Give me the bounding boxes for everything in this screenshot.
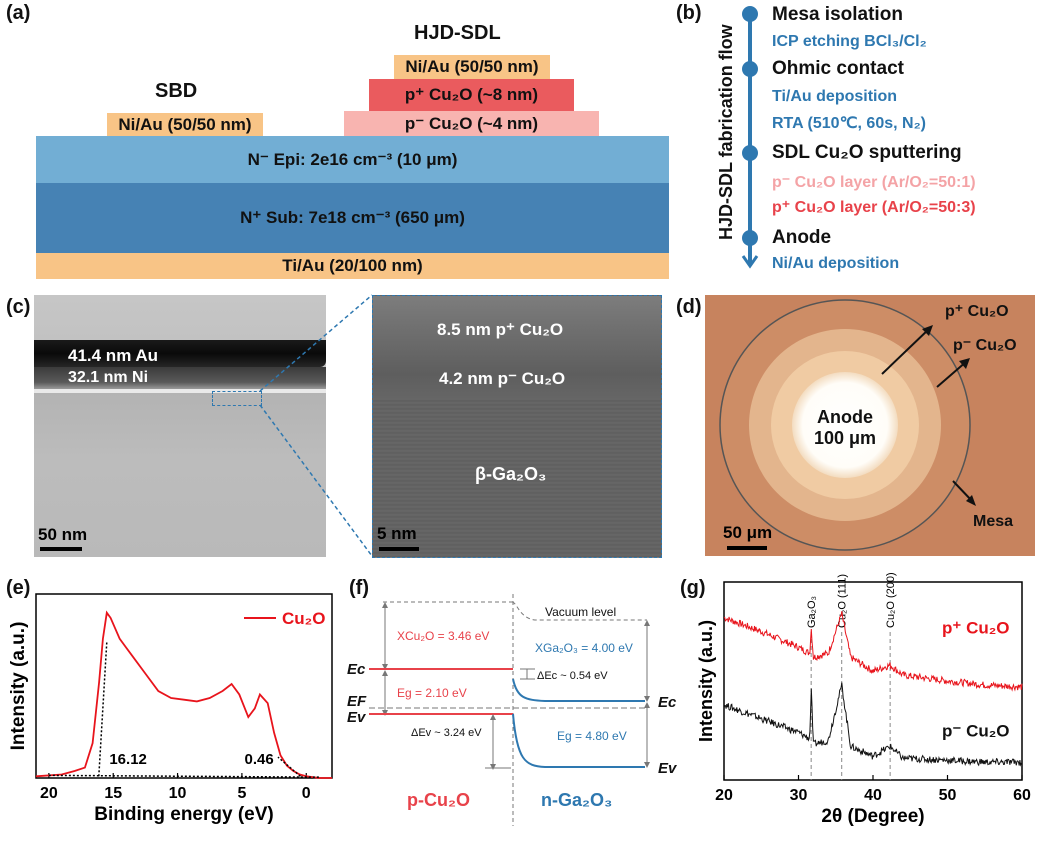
micro-anode-size: 100 μm bbox=[813, 428, 877, 448]
xps-annotation-046: 0.46 bbox=[244, 751, 273, 768]
tem-scale-bar-1 bbox=[40, 547, 82, 551]
xps-y-axis-label: Intensity (a.u.) bbox=[8, 622, 29, 751]
xrd-x-tick-label: 20 bbox=[715, 787, 733, 804]
xrd-chart: 20 30 40 50 60 2θ (Degree) Intensity (a.u.) Ga₂… bbox=[696, 572, 1031, 827]
xrd-x-axis-label: 2θ (Degree) bbox=[821, 806, 924, 827]
xrd-peak-label: Cu₂O (111) bbox=[837, 574, 849, 628]
band-chi-cu2o: XCu₂O = 3.46 eV bbox=[397, 629, 489, 643]
band-Ef-left: EF bbox=[347, 693, 367, 710]
flow-step-ohmic: Ohmic contact bbox=[772, 58, 904, 79]
band-Ev-right: Ev bbox=[658, 760, 678, 777]
optical-microscope-image: p⁺ Cu₂O p⁻ Cu₂O Anode 100 μm Mesa 50 μm bbox=[705, 295, 1035, 556]
tem-pplus-label: 8.5 nm p⁺ Cu₂O bbox=[437, 320, 564, 339]
tem-scale-text-2: 5 nm bbox=[377, 524, 417, 543]
xps-plot-frame bbox=[35, 593, 333, 779]
band-dEc: ΔEc ~ 0.54 eV bbox=[537, 670, 608, 682]
micro-anode-text: Anode bbox=[817, 407, 873, 427]
band-diagram: Vacuum level XCu₂O = 3.46 eV XGa₂O₃ = 4.… bbox=[347, 594, 678, 826]
xrd-series-line bbox=[723, 682, 1022, 767]
p-plus-cu2o-layer: p⁺ Cu₂O (~8 nm) bbox=[369, 79, 574, 111]
xrd-peak-label: Ga₂O₃ bbox=[806, 596, 818, 628]
micro-pplus-label: p⁺ Cu₂O bbox=[945, 303, 1009, 320]
xps-series-line bbox=[35, 610, 332, 779]
flow-sub-rta: RTA (510℃, 60s, N₂) bbox=[772, 115, 927, 132]
panel-label-c: (c) bbox=[6, 296, 31, 318]
flow-step-mesa: Mesa isolation bbox=[772, 4, 903, 25]
tem-image-high-mag: 8.5 nm p⁺ Cu₂O 4.2 nm p⁻ Cu₂O β-Ga₂O₃ 5 … bbox=[372, 295, 662, 558]
p-minus-cu2o-layer: p⁻ Cu₂O (~4 nm) bbox=[344, 111, 599, 136]
micro-scale-bar bbox=[727, 546, 767, 550]
xps-baseline bbox=[48, 774, 320, 778]
panel-label-g: (g) bbox=[680, 577, 706, 599]
tiau-back-layer: Ti/Au (20/100 nm) bbox=[36, 253, 669, 279]
band-vacuum-label: Vacuum level bbox=[545, 605, 616, 619]
xps-x-axis-label: Binding energy (eV) bbox=[94, 804, 273, 825]
band-Ec-left: Ec bbox=[347, 661, 366, 678]
n-sub-layer: N⁺ Sub: 7e18 cm⁻³ (650 μm) bbox=[36, 183, 669, 253]
micro-anode-label: Anode 100 μm bbox=[805, 407, 885, 449]
xrd-x-tick-label: 40 bbox=[864, 787, 882, 804]
tem-pminus-label: 4.2 nm p⁻ Cu₂O bbox=[439, 369, 566, 388]
xrd-x-tick-label: 50 bbox=[939, 787, 957, 804]
flow-dot-1 bbox=[742, 6, 758, 22]
xps-annotation-16: 16.12 bbox=[109, 751, 147, 768]
tem-scale-text-1: 50 nm bbox=[38, 525, 88, 544]
xps-x-tick-label: 10 bbox=[169, 785, 187, 802]
sbd-title: SBD bbox=[155, 80, 198, 102]
tem-au-label: 41.4 nm Au bbox=[68, 346, 159, 365]
xps-x-tick-label: 0 bbox=[302, 785, 311, 802]
flow-dot-2 bbox=[742, 61, 758, 77]
xrd-label-pplus: p⁺ Cu₂O bbox=[942, 618, 1010, 637]
xrd-x-tick-label: 30 bbox=[790, 787, 808, 804]
panel-label-e: (e) bbox=[6, 577, 31, 599]
band-n-label: n-Ga₂O₃ bbox=[541, 790, 612, 810]
xrd-plot-frame bbox=[723, 581, 1023, 781]
panel-label-a: (a) bbox=[6, 2, 31, 24]
hjd-nia-layer: Ni/Au (50/50 nm) bbox=[394, 55, 550, 79]
hjd-sdl-title: HJD-SDL bbox=[414, 22, 501, 44]
xrd-series-line bbox=[723, 611, 1023, 692]
flow-sub-niau: Ni/Au deposition bbox=[772, 255, 900, 272]
xrd-x-tick-label: 60 bbox=[1013, 787, 1031, 804]
flow-sub-pminus: p⁻ Cu₂O layer (Ar/O₂=50:1) bbox=[772, 174, 976, 191]
xps-x-tick-label: 20 bbox=[40, 785, 58, 802]
n-epi-layer: N⁻ Epi: 2e16 cm⁻³ (10 μm) bbox=[36, 136, 669, 183]
xps-x-tick-label: 5 bbox=[237, 785, 246, 802]
flow-dot-3 bbox=[742, 145, 758, 161]
panel-label-d: (d) bbox=[676, 296, 702, 318]
xps-legend-label: Cu₂O bbox=[282, 609, 325, 628]
band-Ec-right: Ec bbox=[658, 694, 677, 711]
band-p-label: p-Cu₂O bbox=[407, 790, 470, 810]
flow-step-sdl: SDL Cu₂O sputtering bbox=[772, 142, 962, 163]
xrd-peak-label: Cu₂O (200) bbox=[885, 572, 897, 628]
flow-sub-pplus: p⁺ Cu₂O layer (Ar/O₂=50:3) bbox=[772, 199, 976, 216]
flow-sub-icp: ICP etching BCl₃/Cl₂ bbox=[772, 33, 927, 50]
band-Ev-left: Ev bbox=[347, 709, 367, 726]
tem-ni-label: 32.1 nm Ni bbox=[68, 369, 149, 386]
xrd-label-pminus: p⁻ Cu₂O bbox=[942, 721, 1010, 740]
micro-scale-text: 50 μm bbox=[723, 523, 773, 542]
tem-ga2o3-label: β-Ga₂O₃ bbox=[475, 464, 547, 484]
micro-pminus-label: p⁻ Cu₂O bbox=[953, 337, 1017, 354]
flow-step-anode: Anode bbox=[772, 227, 832, 248]
flow-dot-4 bbox=[742, 230, 758, 246]
flow-sub-tiau: Ti/Au deposition bbox=[772, 88, 898, 105]
tem-zoom-box bbox=[212, 391, 262, 406]
band-chi-ga2o3: XGa₂O₃ = 4.00 eV bbox=[535, 641, 633, 655]
sbd-nia-layer: Ni/Au (50/50 nm) bbox=[107, 113, 263, 136]
flow-arrow bbox=[741, 6, 759, 269]
tem-image-low-mag: 41.4 nm Au 32.1 nm Ni 50 nm bbox=[34, 295, 326, 557]
band-dEv: ΔEv ~ 3.24 eV bbox=[411, 727, 482, 739]
xps-edge-fit-2 bbox=[277, 756, 301, 777]
xps-x-tick-label: 15 bbox=[104, 785, 122, 802]
panel-label-f: (f) bbox=[349, 577, 369, 599]
tem-scale-bar-2 bbox=[379, 547, 419, 551]
panel-label-b: (b) bbox=[676, 2, 702, 24]
micro-mesa-label: Mesa bbox=[973, 513, 1014, 530]
band-eg-cu2o: Eg = 2.10 eV bbox=[397, 686, 467, 700]
band-eg-ga2o3: Eg = 4.80 eV bbox=[557, 729, 627, 743]
xrd-y-axis-label: Intensity (a.u.) bbox=[696, 620, 716, 742]
